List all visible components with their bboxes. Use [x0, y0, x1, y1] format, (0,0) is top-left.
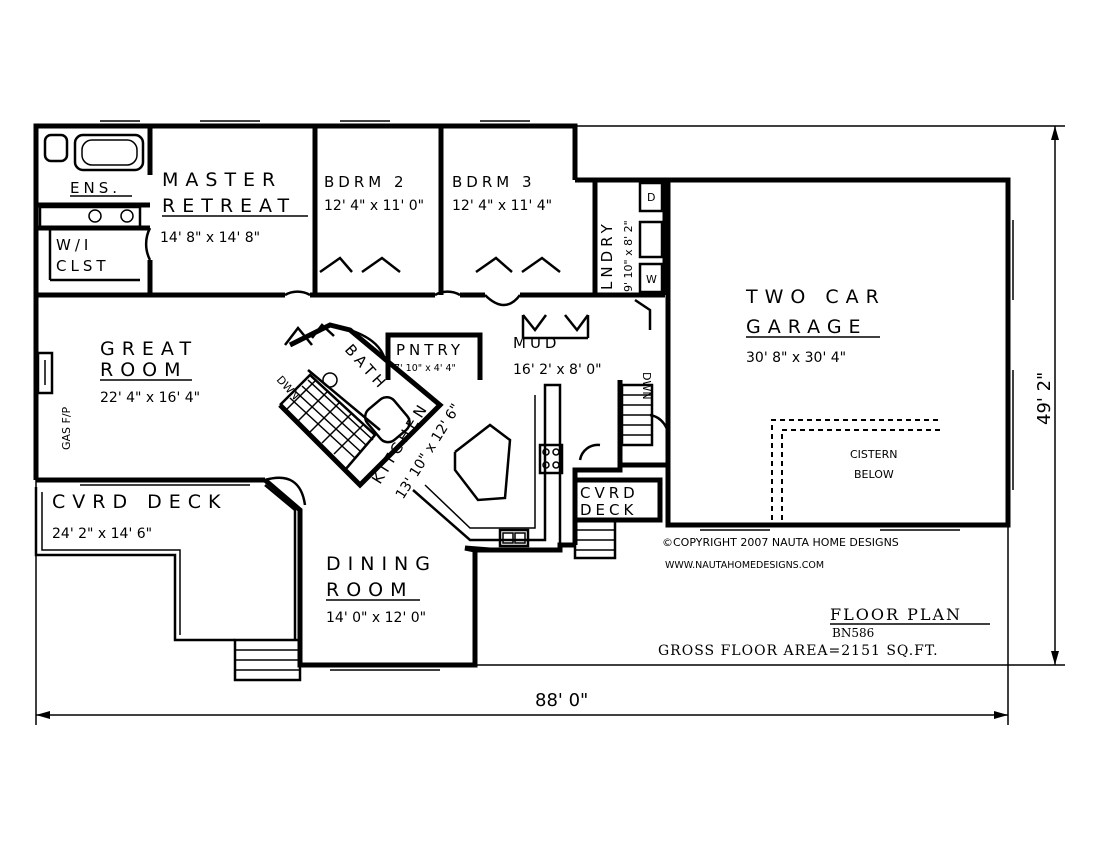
garage-dims: 30' 8" x 30' 4": [746, 350, 846, 366]
covered-deck-label: CVRD DECK: [52, 491, 228, 513]
covered-deck-dims: 24' 2" x 14' 6": [52, 526, 152, 542]
master-label-line1: MASTER: [162, 169, 282, 191]
gross-floor-area: GROSS FLOOR AREA=2151 SQ.FT.: [658, 643, 939, 659]
bathroom-fixtures: [38, 133, 411, 444]
interior-walls: [36, 126, 671, 550]
fireplace-label: GAS F/P: [60, 406, 73, 450]
cistern-outline: [771, 419, 940, 520]
closet-label-line1: W/I: [56, 236, 92, 254]
master-dims: 14' 8" x 14' 8": [160, 230, 260, 246]
stairs: [279, 373, 654, 471]
dryer-label: D: [647, 191, 655, 204]
laundry-label: LNDRY: [598, 220, 616, 290]
washer-label: W: [646, 273, 657, 286]
overall-depth-dimension: [475, 125, 1065, 666]
plan-title: FLOOR PLAN: [830, 605, 962, 624]
garage-stairs-down-label: DWN: [640, 372, 653, 400]
small-deck-label-line2: DECK: [580, 501, 637, 519]
dining-dims: 14' 0" x 12' 0": [326, 610, 426, 626]
kitchen-appliances: [498, 181, 664, 548]
copyright-text: ©COPYRIGHT 2007 NAUTA HOME DESIGNS: [662, 536, 899, 549]
website-text: WWW.NAUTAHOMEDESIGNS.COM: [665, 560, 824, 571]
garage-label-line2: GARAGE: [746, 316, 868, 338]
laundry-dims: 9' 10" x 8' 2": [622, 220, 635, 292]
small-deck-label-line1: CVRD: [580, 484, 639, 502]
great-room-label-line2: ROOM: [100, 359, 188, 381]
master-label-line2: RETREAT: [162, 195, 296, 217]
garage-label-line1: TWO CAR: [745, 286, 886, 308]
bedroom2-dims: 12' 4" x 11' 0": [324, 198, 424, 214]
overall-width-label: 88' 0": [535, 690, 588, 711]
bedroom3-dims: 12' 4" x 11' 4": [452, 198, 552, 214]
great-room-dims: 22' 4" x 16' 4": [100, 390, 200, 406]
bedroom2-label: BDRM 2: [324, 173, 408, 191]
mud-label: MUD: [513, 334, 560, 352]
closet-doors: [284, 256, 590, 346]
cistern-label-line1: CISTERN: [850, 448, 897, 461]
pantry-label: PNTRY: [396, 341, 464, 359]
overall-width-dimension: [35, 480, 1009, 725]
bedroom3-label: BDRM 3: [452, 173, 536, 191]
great-room-label-line1: GREAT: [100, 338, 198, 360]
bath-label: BATH: [341, 341, 392, 395]
mud-dims: 16' 2' x 8' 0": [513, 362, 602, 378]
plan-number: BN586: [832, 626, 874, 640]
pantry-dims: 7' 10" x 4' 4": [394, 363, 456, 374]
overall-depth-label: 49' 2": [1034, 372, 1055, 425]
dining-label-line2: ROOM: [326, 579, 414, 601]
cistern-label-line2: BELOW: [854, 468, 894, 481]
ensuite-label: ENS.: [70, 179, 121, 197]
windows: [80, 120, 1014, 671]
closet-label-line2: CLST: [56, 257, 110, 275]
fireplace: [36, 351, 54, 395]
dining-label-line1: DINING: [326, 553, 437, 575]
